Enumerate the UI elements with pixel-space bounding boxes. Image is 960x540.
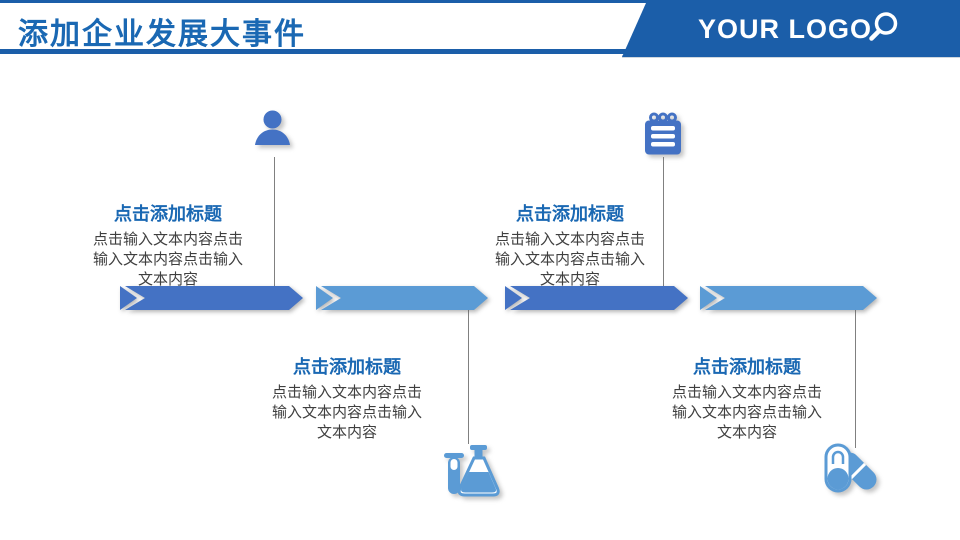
item-1-body[interactable]: 输入文本内容点击输入 bbox=[92, 251, 243, 268]
notebook-icon bbox=[641, 112, 685, 161]
item-3-body[interactable]: 点击输入文本内容点击 bbox=[494, 231, 645, 248]
timeline-arrow-2 bbox=[316, 286, 488, 310]
connector-line-2 bbox=[468, 310, 469, 444]
item-1-body[interactable]: 文本内容 bbox=[137, 271, 198, 288]
timeline-item-4-text: 点击添加标题 点击输入文本内容点击 输入文本内容点击输入 文本内容 bbox=[655, 353, 839, 443]
logo-banner: YOUR LOGO bbox=[622, 3, 960, 57]
timeline-item-1-text: 点击添加标题 点击输入文本内容点击 输入文本内容点击输入 文本内容 bbox=[76, 200, 260, 290]
title-underline bbox=[0, 49, 632, 54]
connector-line-1 bbox=[274, 157, 275, 286]
page-title[interactable]: 添加企业发展大事件 bbox=[18, 18, 306, 51]
connector-line-3 bbox=[663, 157, 664, 286]
item-1-body[interactable]: 点击输入文本内容点击 bbox=[92, 231, 243, 248]
item-4-title[interactable]: 点击添加标题 bbox=[693, 357, 801, 377]
item-3-body[interactable]: 文本内容 bbox=[539, 271, 600, 288]
person-icon bbox=[250, 109, 295, 159]
top-accent-line bbox=[0, 0, 960, 3]
item-2-body[interactable]: 点击输入文本内容点击 bbox=[271, 384, 422, 401]
item-2-body[interactable]: 文本内容 bbox=[316, 424, 377, 441]
timeline-arrow-1 bbox=[120, 286, 303, 310]
magnifier-icon bbox=[866, 10, 902, 51]
item-3-body[interactable]: 输入文本内容点击输入 bbox=[494, 251, 645, 268]
item-4-body[interactable]: 文本内容 bbox=[716, 424, 777, 441]
pill-icon bbox=[820, 441, 882, 508]
timeline-arrow-4 bbox=[700, 286, 877, 310]
flask-icon bbox=[442, 444, 500, 507]
item-2-title[interactable]: 点击添加标题 bbox=[293, 357, 401, 377]
item-1-title[interactable]: 点击添加标题 bbox=[114, 204, 222, 224]
timeline-arrow-3 bbox=[505, 286, 688, 310]
timeline-item-2-text: 点击添加标题 点击输入文本内容点击 输入文本内容点击输入 文本内容 bbox=[255, 353, 439, 443]
logo-text[interactable]: YOUR LOGO bbox=[698, 14, 873, 44]
timeline-item-3-text: 点击添加标题 点击输入文本内容点击 输入文本内容点击输入 文本内容 bbox=[478, 200, 662, 290]
item-3-title[interactable]: 点击添加标题 bbox=[516, 204, 624, 224]
item-2-body[interactable]: 输入文本内容点击输入 bbox=[271, 404, 422, 421]
item-4-body[interactable]: 点击输入文本内容点击 bbox=[671, 384, 822, 401]
connector-line-4 bbox=[855, 310, 856, 448]
item-4-body[interactable]: 输入文本内容点击输入 bbox=[671, 404, 822, 421]
